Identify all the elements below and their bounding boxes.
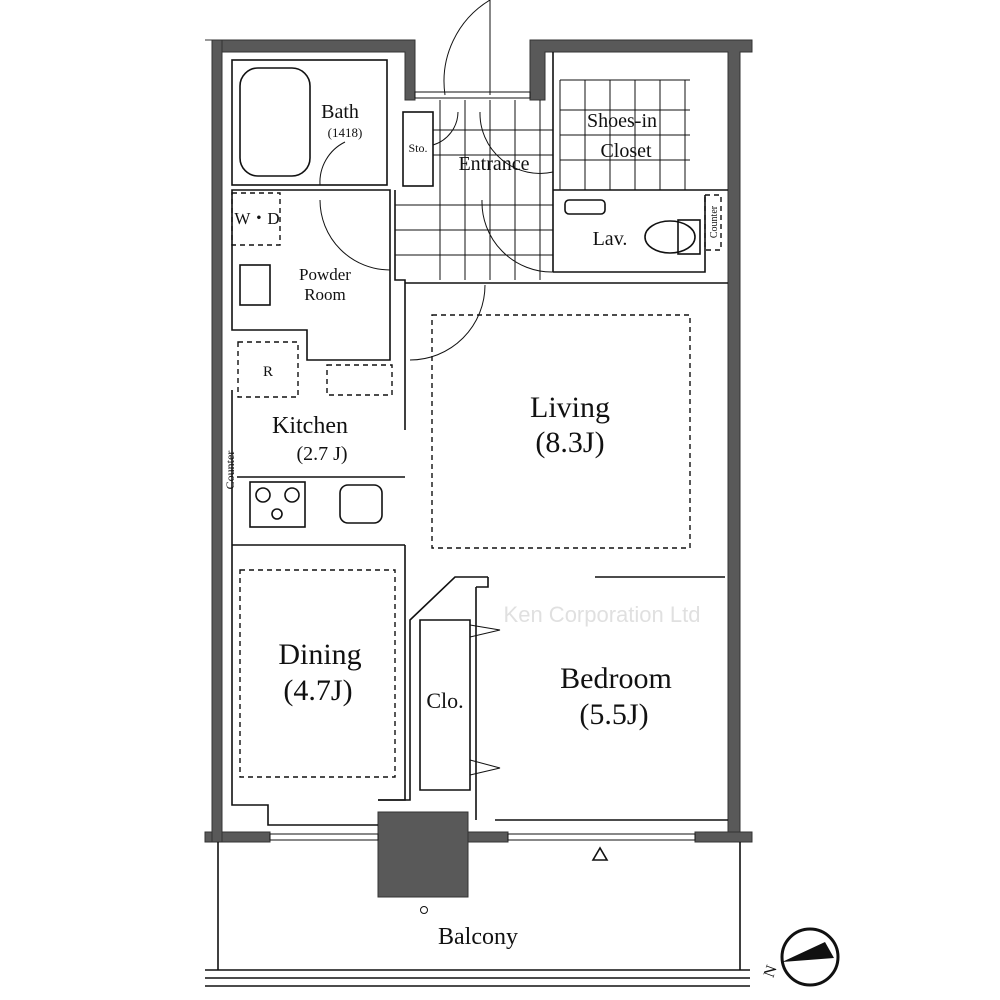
- closet-label: Clo.: [426, 688, 463, 713]
- refrigerator-icon: [237, 341, 299, 398]
- bathtub-icon: [239, 67, 311, 177]
- triangle-marker-icon: [591, 846, 609, 861]
- walls: [204, 39, 753, 898]
- powder-room-label-1: Powder: [299, 265, 351, 284]
- washer-dryer-icon: [231, 192, 281, 246]
- dining-label: Dining: [278, 638, 361, 671]
- refrigerator-label: R: [263, 364, 273, 380]
- dining-size: (4.7J): [283, 674, 352, 707]
- lav-counter-label: Counter: [709, 205, 720, 238]
- bedroom-size: (5.5J): [579, 698, 648, 731]
- washer-dryer-label: W・D: [234, 209, 279, 228]
- kitchen-counter-label: Counter: [223, 451, 237, 490]
- bedroom-label: Bedroom: [560, 662, 672, 695]
- entrance-label: Entrance: [458, 153, 529, 175]
- toilet-icon: [644, 220, 696, 254]
- shoes-closet-label-1: Shoes-in: [587, 110, 657, 132]
- kitchen-cabinet: [326, 364, 393, 396]
- bath-label: Bath: [321, 101, 359, 123]
- shoes-closet-label-2: Closet: [600, 140, 652, 162]
- entrance-tiles: [395, 79, 690, 280]
- compass-icon: N: [761, 927, 840, 987]
- front-door: [443, 0, 491, 96]
- living-size: (8.3J): [535, 426, 604, 459]
- drain-icon: [420, 906, 428, 914]
- windows: [269, 91, 696, 841]
- interior-walls: [231, 52, 728, 826]
- kitchen-label: Kitchen: [272, 413, 348, 439]
- kitchen-sink-icon: [339, 484, 383, 524]
- living-rug: [431, 314, 691, 549]
- living-door: [409, 284, 486, 361]
- watermark: Ken Corporation Ltd: [504, 602, 701, 627]
- compass-north-label: N: [761, 963, 781, 980]
- stove-icon: [249, 481, 306, 528]
- bath-size: (1418): [328, 125, 363, 140]
- lav-door: [481, 199, 554, 273]
- sink-icon: [239, 264, 271, 306]
- fixtures: [231, 67, 722, 778]
- lavatory-label: Lav.: [593, 228, 628, 250]
- lav-sink-icon: [564, 199, 606, 215]
- kitchen-size: (2.7 J): [296, 443, 347, 465]
- storage-label: Sto.: [408, 141, 427, 155]
- balcony-railing: [205, 842, 750, 987]
- powder-room-label-2: Room: [304, 285, 346, 304]
- doors: [319, 0, 554, 776]
- balcony-label: Balcony: [438, 924, 518, 950]
- powder-door: [319, 199, 391, 271]
- living-label: Living: [530, 391, 610, 424]
